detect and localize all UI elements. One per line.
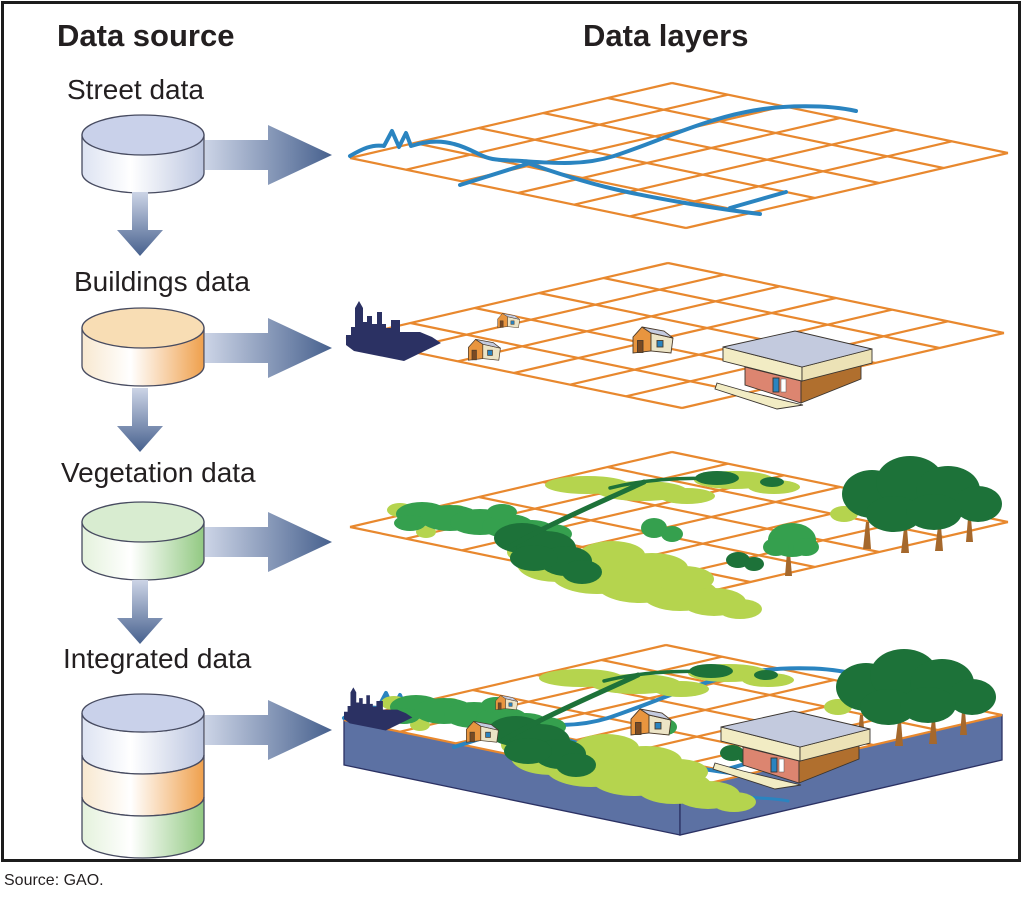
label-integrated-data: Integrated data (63, 643, 252, 674)
buildings-database-icon (81, 307, 205, 387)
buildings-flow-arrow-icon (205, 318, 332, 378)
vegetation-flow-arrow-icon (205, 512, 332, 572)
vegetation-database-icon (81, 501, 205, 581)
label-buildings-data: Buildings data (74, 266, 250, 297)
buildings-to-vegetation-arrow-icon (117, 388, 163, 452)
street-layer (348, 81, 1010, 230)
source-note: Source: GAO. (4, 872, 104, 889)
vegetation-layer (348, 450, 1010, 619)
integrated-layer (342, 643, 1004, 836)
label-vegetation-data: Vegetation data (61, 457, 256, 488)
diagram-canvas (81, 81, 1010, 859)
integrated-flow-arrow-icon (205, 700, 332, 760)
vegetation-to-integrated-arrow-icon (117, 580, 163, 644)
street-to-buildings-arrow-icon (117, 192, 163, 256)
column-header-data-layers: Data layers (583, 18, 749, 53)
buildings-layer (344, 261, 1006, 410)
street-flow-arrow-icon (205, 125, 332, 185)
label-street-data: Street data (67, 74, 204, 105)
column-header-data-source: Data source (57, 18, 235, 53)
street-database-icon (81, 114, 205, 194)
integrated-database-icon (81, 693, 205, 859)
